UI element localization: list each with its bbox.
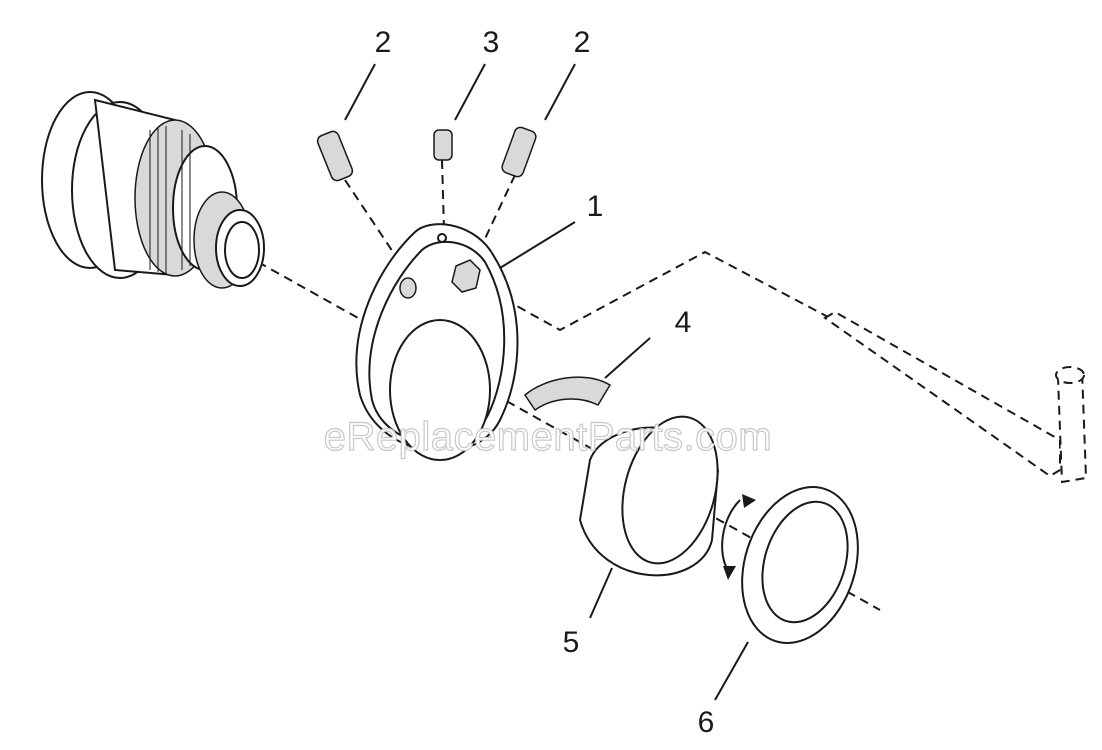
hex-key — [823, 310, 1088, 484]
callout-2-right: 2 — [574, 26, 591, 59]
lock-nut — [721, 486, 859, 644]
callout-6: 6 — [698, 706, 715, 739]
cam-collar — [355, 223, 519, 461]
set-screw-center — [433, 129, 453, 161]
leader-lines — [344, 63, 749, 701]
callout-5: 5 — [563, 626, 580, 659]
callout-2-left: 2 — [375, 26, 392, 59]
sleeve — [578, 415, 720, 577]
callout-3: 3 — [483, 26, 500, 59]
shoe — [524, 376, 612, 412]
screw-path-left — [344, 179, 396, 256]
set-screw-left — [316, 130, 354, 182]
screw-path-center — [441, 159, 445, 231]
rotation-arrow-icon — [721, 499, 741, 571]
watermark-text: eReplacementParts.com — [324, 415, 772, 459]
callout-1: 1 — [587, 190, 604, 223]
screw-path-right — [481, 174, 516, 246]
set-screw-right — [501, 126, 537, 178]
callout-4: 4 — [675, 306, 692, 339]
chuck-body — [41, 91, 265, 289]
